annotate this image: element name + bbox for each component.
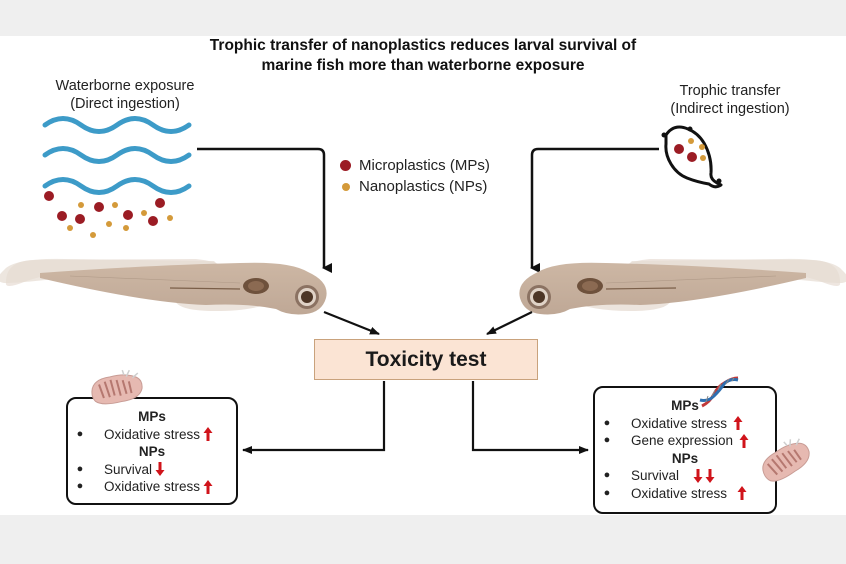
title-line-1: Trophic transfer of nanoplastics reduces… <box>209 37 637 54</box>
result-text: Oxidative stress <box>104 426 201 442</box>
bullet: ● <box>76 427 84 440</box>
legend-item-nanoplastics: Nanoplastics (NPs) <box>340 176 490 197</box>
group-title-mps: MPs <box>138 409 166 424</box>
group-title-nps: NPs <box>138 444 166 459</box>
waterborne-results-box: MPs ● Oxidative stress NPs ● Survival ● … <box>66 397 238 505</box>
result-text: Survival <box>631 468 680 483</box>
trophic-label-line-1: Trophic transfer <box>679 83 781 99</box>
microplastic-dot-icon <box>340 160 351 171</box>
result-text: Oxidative stress <box>104 479 201 494</box>
up-arrow-icon <box>733 415 743 431</box>
trophic-arrow <box>530 147 659 273</box>
bullet: ● <box>76 462 84 475</box>
plastic-particles-icon <box>44 191 173 238</box>
toxicity-test-label: Toxicity test <box>365 347 487 371</box>
bullet: ● <box>603 434 611 446</box>
result-item: ● Oxidative stress <box>68 426 236 444</box>
result-text: Oxidative stress <box>631 415 728 431</box>
waterborne-label-line-2: (Direct ingestion) <box>70 96 180 112</box>
waterborne-arrow <box>197 147 332 273</box>
diagram-title: Trophic transfer of nanoplastics reduces… <box>0 36 846 76</box>
right-fish-to-test-arrow <box>486 311 533 335</box>
legend-item-microplastics: Microplastics (MPs) <box>340 155 490 176</box>
result-item: ● Survival <box>595 467 775 485</box>
test-to-left-results-arrow <box>242 381 386 454</box>
bullet: ● <box>603 416 611 429</box>
legend-label: Microplastics (MPs) <box>359 157 490 174</box>
up-arrow-icon <box>203 479 213 495</box>
trophic-transfer-label: Trophic transfer (Indirect ingestion) <box>630 82 830 118</box>
up-arrow-icon <box>203 426 213 442</box>
bullet: ● <box>603 469 611 481</box>
left-fish-to-test-arrow <box>323 310 380 336</box>
result-item: ● Gene expression <box>595 432 775 450</box>
result-text: Survival <box>104 461 153 477</box>
prey-organism-icon <box>661 125 723 189</box>
bullet: ● <box>603 486 611 499</box>
result-item: ● Oxidative stress <box>595 415 775 433</box>
down-arrow-icon <box>155 461 165 477</box>
waterborne-label-line-1: Waterborne exposure <box>55 78 195 94</box>
group-title-nps: NPs <box>671 450 699 466</box>
test-to-right-results-arrow <box>471 381 589 454</box>
waterborne-exposure-label: Waterborne exposure (Direct ingestion) <box>30 77 220 113</box>
up-arrow-icon <box>739 433 749 449</box>
bullet: ● <box>76 480 84 492</box>
legend: Microplastics (MPs) Nanoplastics (NPs) <box>340 155 490 197</box>
double-down-arrow-icon <box>693 468 715 484</box>
result-item: ● Survival <box>68 461 236 479</box>
result-text: Oxidative stress <box>631 485 728 501</box>
fish-larva-left-icon <box>0 258 327 315</box>
trophic-label-line-2: (Indirect ingestion) <box>670 101 790 117</box>
result-item: ● Oxidative stress <box>595 485 775 503</box>
title-line-2: marine fish more than waterborne exposur… <box>261 57 585 74</box>
legend-label: Nanoplastics (NPs) <box>359 178 488 195</box>
up-arrow-icon <box>737 485 747 501</box>
trophic-results-box: MPs ● Oxidative stress ● Gene expression… <box>593 386 777 514</box>
toxicity-test-box: Toxicity test <box>314 339 538 380</box>
water-waves-icon <box>42 116 192 195</box>
nanoplastic-dot-icon <box>342 182 350 191</box>
fish-larva-right-icon <box>519 258 846 315</box>
result-text: Gene expression <box>631 433 734 448</box>
group-title-mps: MPs <box>671 398 699 413</box>
result-item: ● Oxidative stress <box>68 478 236 496</box>
